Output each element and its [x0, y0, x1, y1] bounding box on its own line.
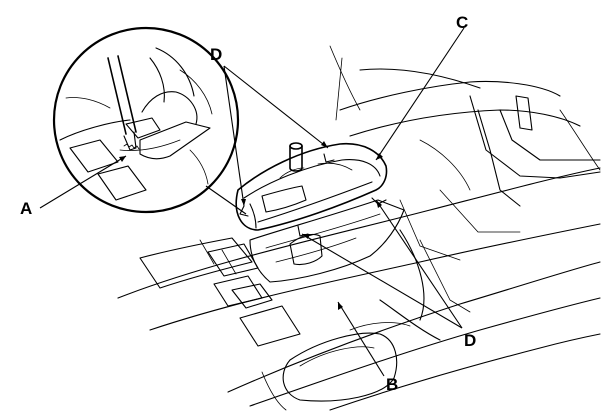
label-c: C [456, 13, 468, 32]
shift-panel-cover [235, 142, 388, 237]
label-b: B [386, 375, 398, 394]
shifter-opening [249, 199, 405, 283]
label-d-bottom: D [464, 331, 476, 350]
label-d-top: D [210, 45, 222, 64]
leader-lines [39, 27, 465, 377]
detail-circle [52, 26, 240, 214]
console-body-lines [117, 45, 601, 411]
label-a: A [20, 199, 32, 218]
